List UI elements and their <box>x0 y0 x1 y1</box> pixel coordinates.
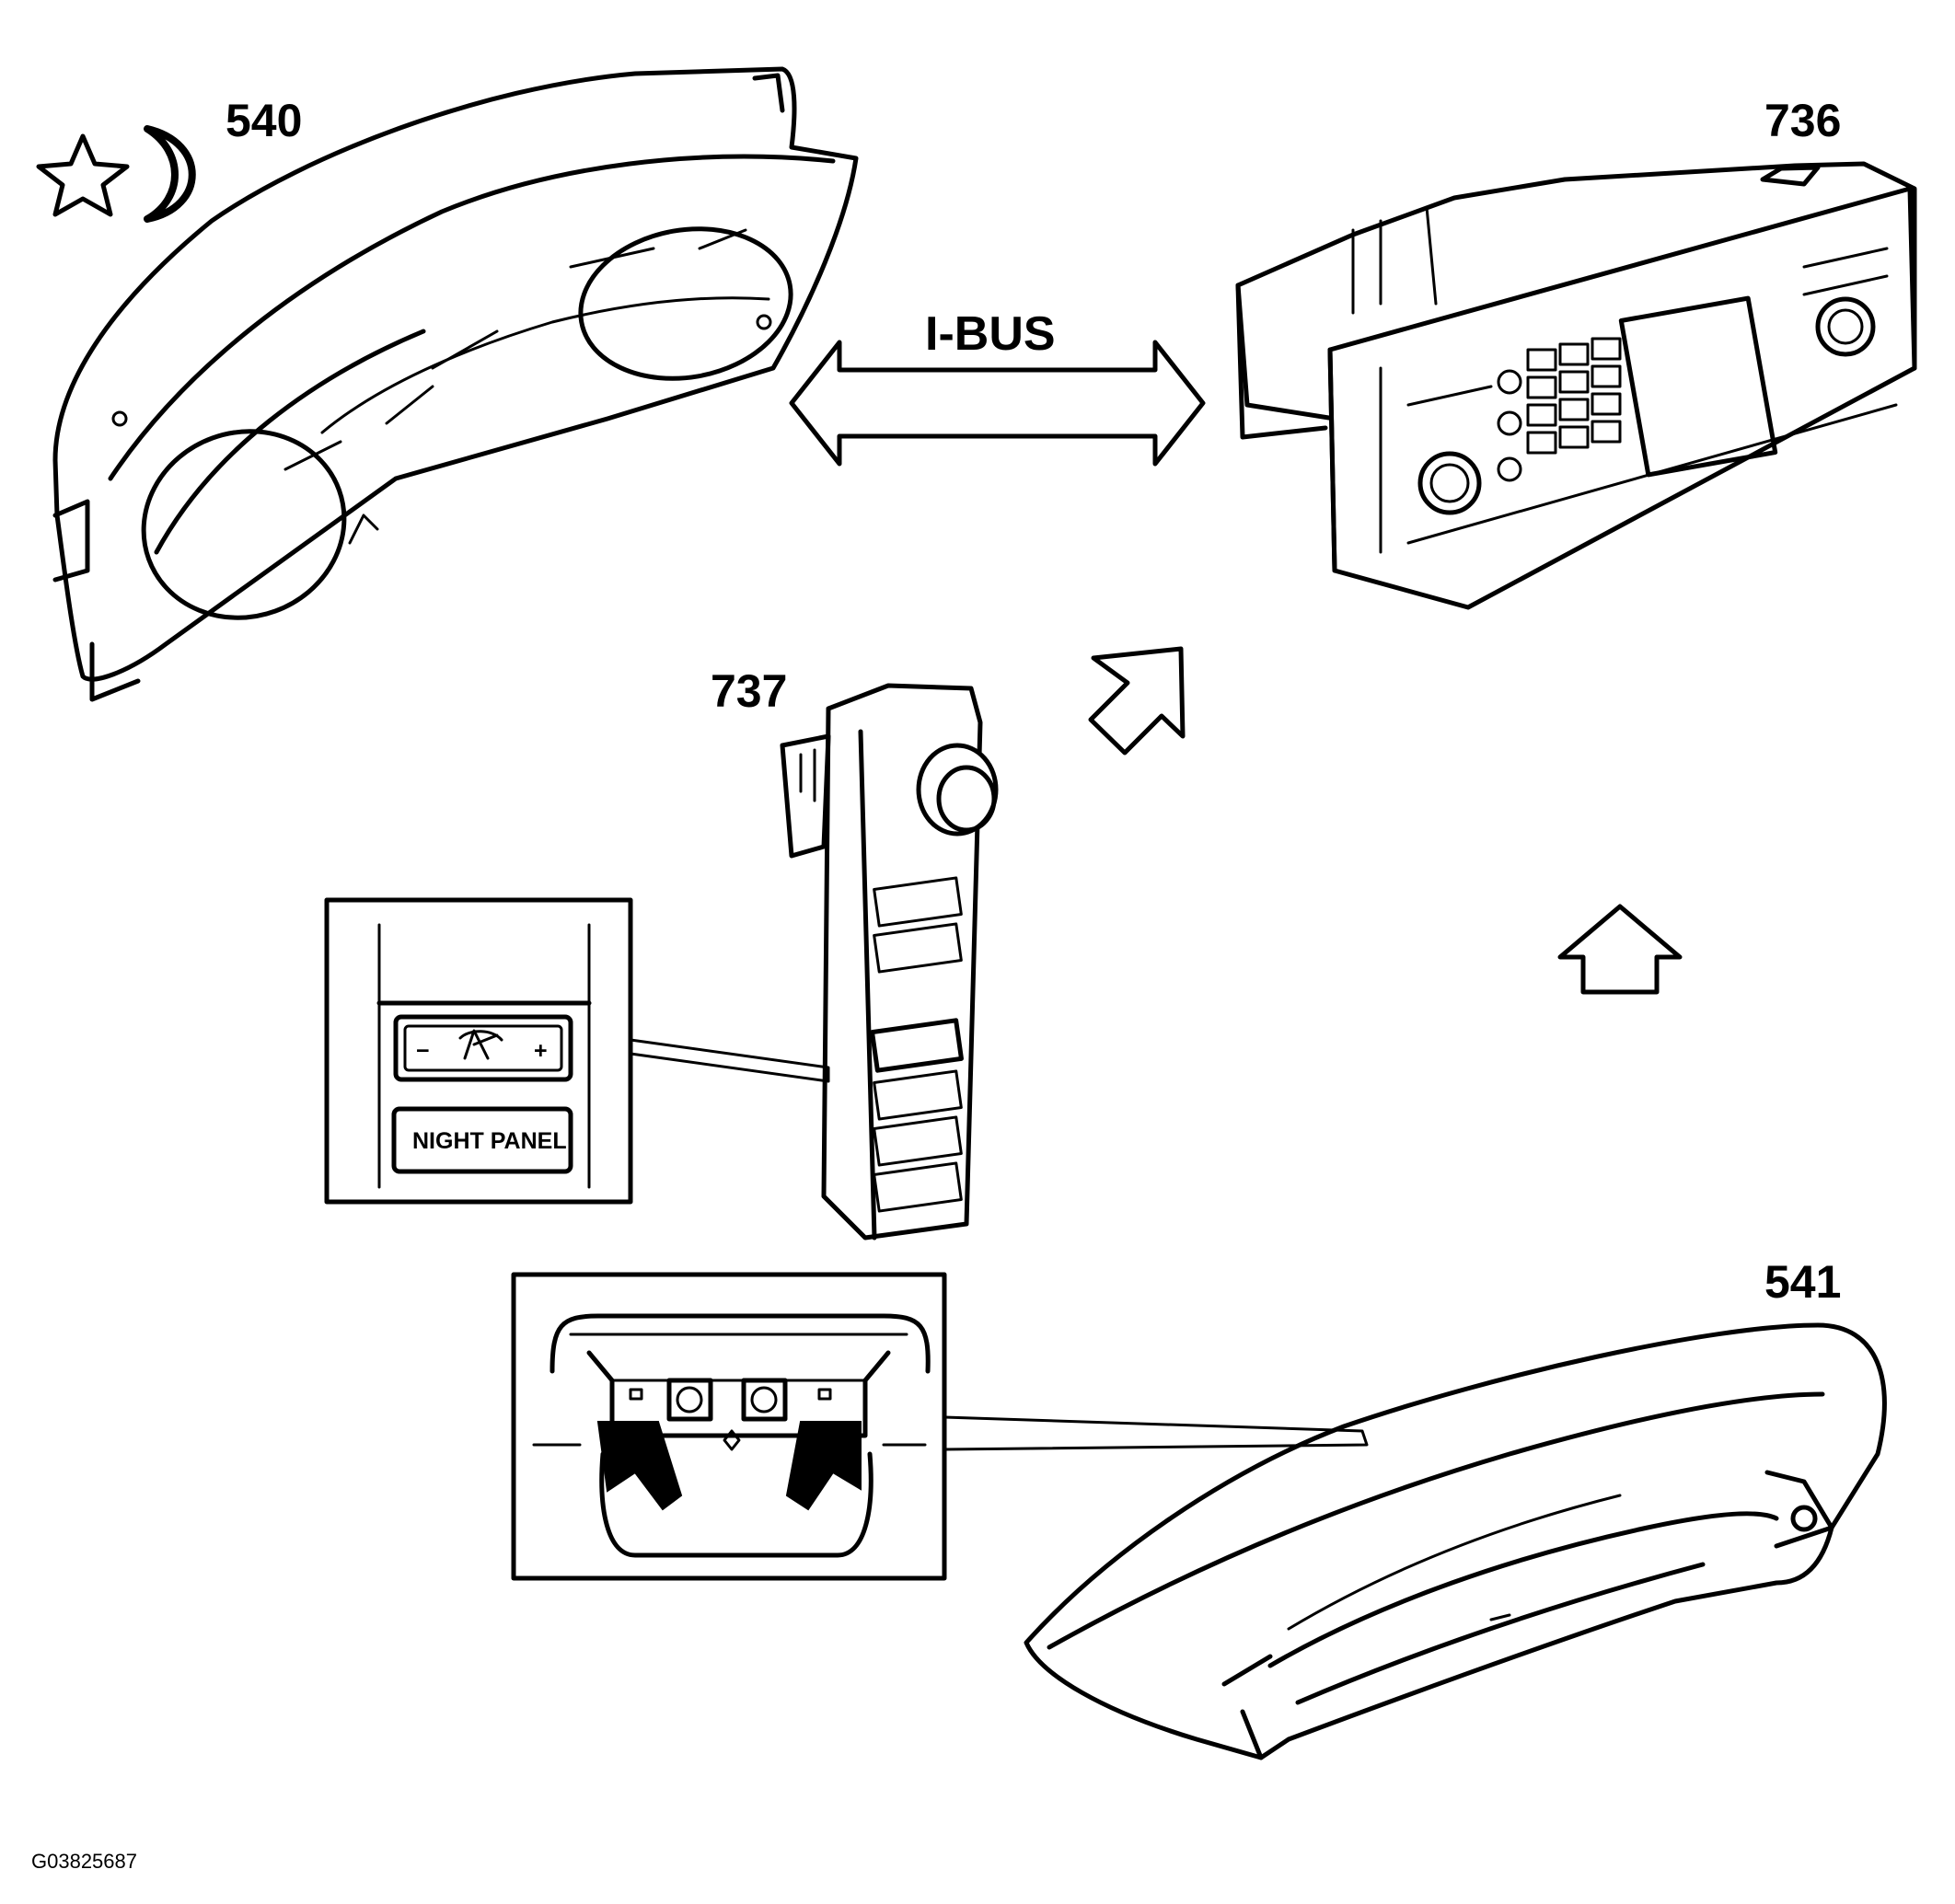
dimmer-plus-label: + <box>534 1038 548 1064</box>
moon-icon <box>144 125 196 223</box>
i-bus-label: I-BUS <box>925 307 1056 361</box>
outline-arrow-icon <box>1088 646 1186 756</box>
audio-control-unit-736 <box>1235 161 1917 610</box>
part-number-540: 540 <box>226 95 302 146</box>
inset-mounting-detail <box>511 1272 1369 1581</box>
dimmer-icon <box>458 1029 503 1060</box>
instrument-cluster-540 <box>52 66 859 702</box>
part-number-541: 541 <box>1764 1256 1841 1308</box>
arrow-pointer-left <box>596 1421 683 1511</box>
inset-dimmer-detail: − + NIGHT PANEL <box>324 897 830 1205</box>
arrow-pointer-right <box>785 1421 862 1511</box>
outline-arrow-icon <box>1557 904 1683 995</box>
part-number-737: 737 <box>711 665 787 717</box>
part-number-736: 736 <box>1764 95 1841 146</box>
figure-id: G03825687 <box>31 1850 137 1873</box>
night-mode-symbol <box>36 125 196 223</box>
dimmer-minus-label: − <box>416 1038 430 1064</box>
night-panel-label: NIGHT PANEL <box>412 1128 567 1154</box>
night-panel-button <box>391 1106 573 1174</box>
i-bus-connection: I-BUS <box>789 307 1206 467</box>
double-arrow-icon <box>789 340 1206 467</box>
switch-panel-737 <box>780 683 999 1240</box>
star-icon <box>36 133 130 217</box>
light-bar-541 <box>1024 1322 1887 1760</box>
